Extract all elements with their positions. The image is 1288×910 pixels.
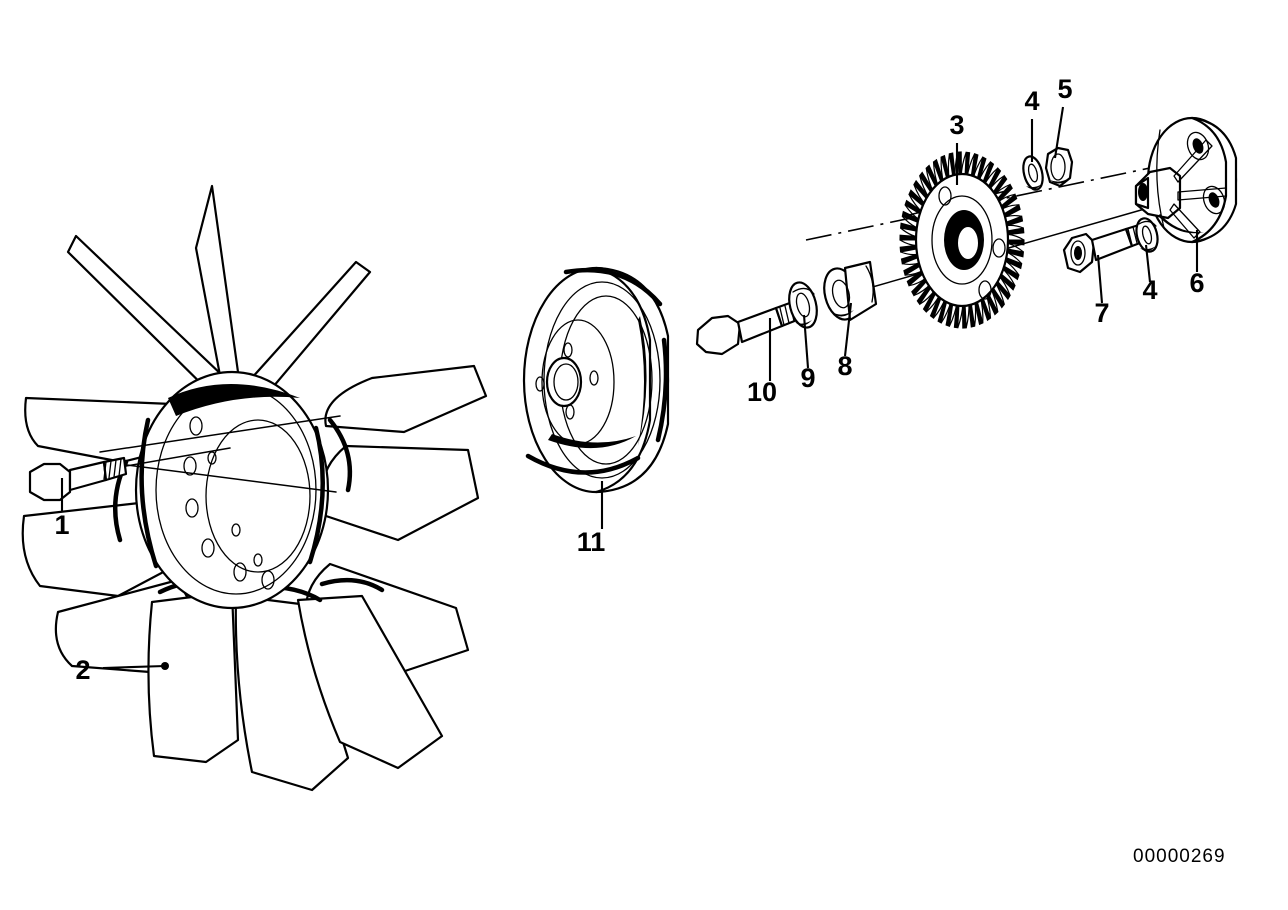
clutch-face-bosses <box>938 186 1006 300</box>
pulley-rim-shadow-top <box>563 267 663 307</box>
pump-flange-bolt-bosses <box>1186 131 1226 215</box>
callout-2[interactable]: 2 <box>75 655 169 685</box>
fan-blade <box>296 594 444 770</box>
callout-number-2: 2 <box>75 655 90 685</box>
callout-number-7: 7 <box>1094 298 1109 328</box>
part-crankshaft-pulley[interactable] <box>522 266 670 494</box>
fan-hub-top-shadow <box>168 384 300 416</box>
callout-6[interactable]: 6 <box>1189 230 1205 298</box>
pump-hub-bore <box>1138 183 1148 201</box>
pump-flange-rim-edge <box>1190 116 1238 244</box>
callout-8[interactable]: 8 <box>837 302 853 381</box>
callout-number-10: 10 <box>747 377 777 407</box>
part-fan-blade-wheel[interactable] <box>21 184 488 792</box>
callout-leader-line <box>1096 254 1104 304</box>
part-hex-bolt-clutch[interactable] <box>695 298 804 356</box>
callout-3[interactable]: 3 <box>949 110 965 185</box>
fan-hub-outer-ring <box>134 370 330 610</box>
fan-hub-bore <box>205 419 311 573</box>
callout-number-5: 5 <box>1057 74 1072 104</box>
pulley-center-bore <box>545 356 583 408</box>
fan-blade <box>234 594 350 792</box>
callout-number-4b: 4 <box>1142 275 1157 305</box>
callout-leader-line <box>1144 244 1152 283</box>
callout-number-11: 11 <box>577 527 606 557</box>
part-hex-nut[interactable] <box>1044 146 1074 188</box>
callout-9[interactable]: 9 <box>800 314 816 393</box>
part-washer-lower[interactable] <box>1133 216 1161 254</box>
part-hex-bolt-fan[interactable] <box>28 447 231 502</box>
callout-11[interactable]: 11 <box>577 481 606 557</box>
pulley-rim-shadow-right <box>655 337 669 443</box>
fan-blade <box>320 444 480 542</box>
part-lock-washer[interactable] <box>785 280 821 331</box>
callout-number-9: 9 <box>800 363 815 393</box>
fan-hub-rim-highlight <box>307 425 325 565</box>
callout-anchor-dot <box>161 662 169 670</box>
callout-7[interactable]: 7 <box>1094 254 1110 328</box>
clutch-inner-ring <box>931 195 993 285</box>
part-sleeve-nut[interactable] <box>819 260 878 323</box>
callout-leader-line <box>102 664 166 670</box>
callout-5[interactable]: 5 <box>1053 74 1073 159</box>
fan-hub-mounting-holes <box>183 416 275 590</box>
fan-blade-thin-group <box>66 184 372 416</box>
pulley-bolt-holes <box>535 342 599 420</box>
clutch-bore <box>956 225 980 261</box>
callout-1[interactable]: 1 <box>54 478 70 540</box>
bolt-thread-lines <box>103 458 122 480</box>
pulley-inner-shadow <box>548 434 636 449</box>
part-washer-upper[interactable] <box>1020 154 1046 191</box>
callout-4b[interactable]: 4 <box>1142 244 1158 305</box>
pulley-rim-shadow-bottom <box>525 453 641 475</box>
pulley-center-bore-inner <box>553 363 579 401</box>
callout-number-8: 8 <box>837 351 852 381</box>
callout-number-3: 3 <box>949 110 964 140</box>
fan-blade <box>324 364 488 434</box>
callout-number-6: 6 <box>1189 268 1204 298</box>
callout-10[interactable]: 10 <box>747 318 777 407</box>
callout-leader-line <box>802 314 810 369</box>
callout-leader-line <box>1053 106 1065 159</box>
callout-4a[interactable]: 4 <box>1024 86 1040 162</box>
pulley-groove-shadow <box>638 316 647 446</box>
callout-number-1: 1 <box>54 510 69 540</box>
fan-blade <box>147 590 240 764</box>
diagram-id-label: 00000269 <box>1133 846 1226 867</box>
part-water-pump-hub-flange[interactable] <box>1134 116 1238 244</box>
pulley-groove-ring-1 <box>543 281 661 479</box>
pump-flange-shadow <box>1158 214 1204 234</box>
fan-hub-rim-shadow <box>139 417 159 569</box>
callout-number-4a: 4 <box>1024 86 1039 116</box>
part-fan-clutch-viscous[interactable] <box>899 151 1025 329</box>
callout-leader-line <box>843 302 853 357</box>
pump-flange-spokes <box>1169 139 1227 239</box>
